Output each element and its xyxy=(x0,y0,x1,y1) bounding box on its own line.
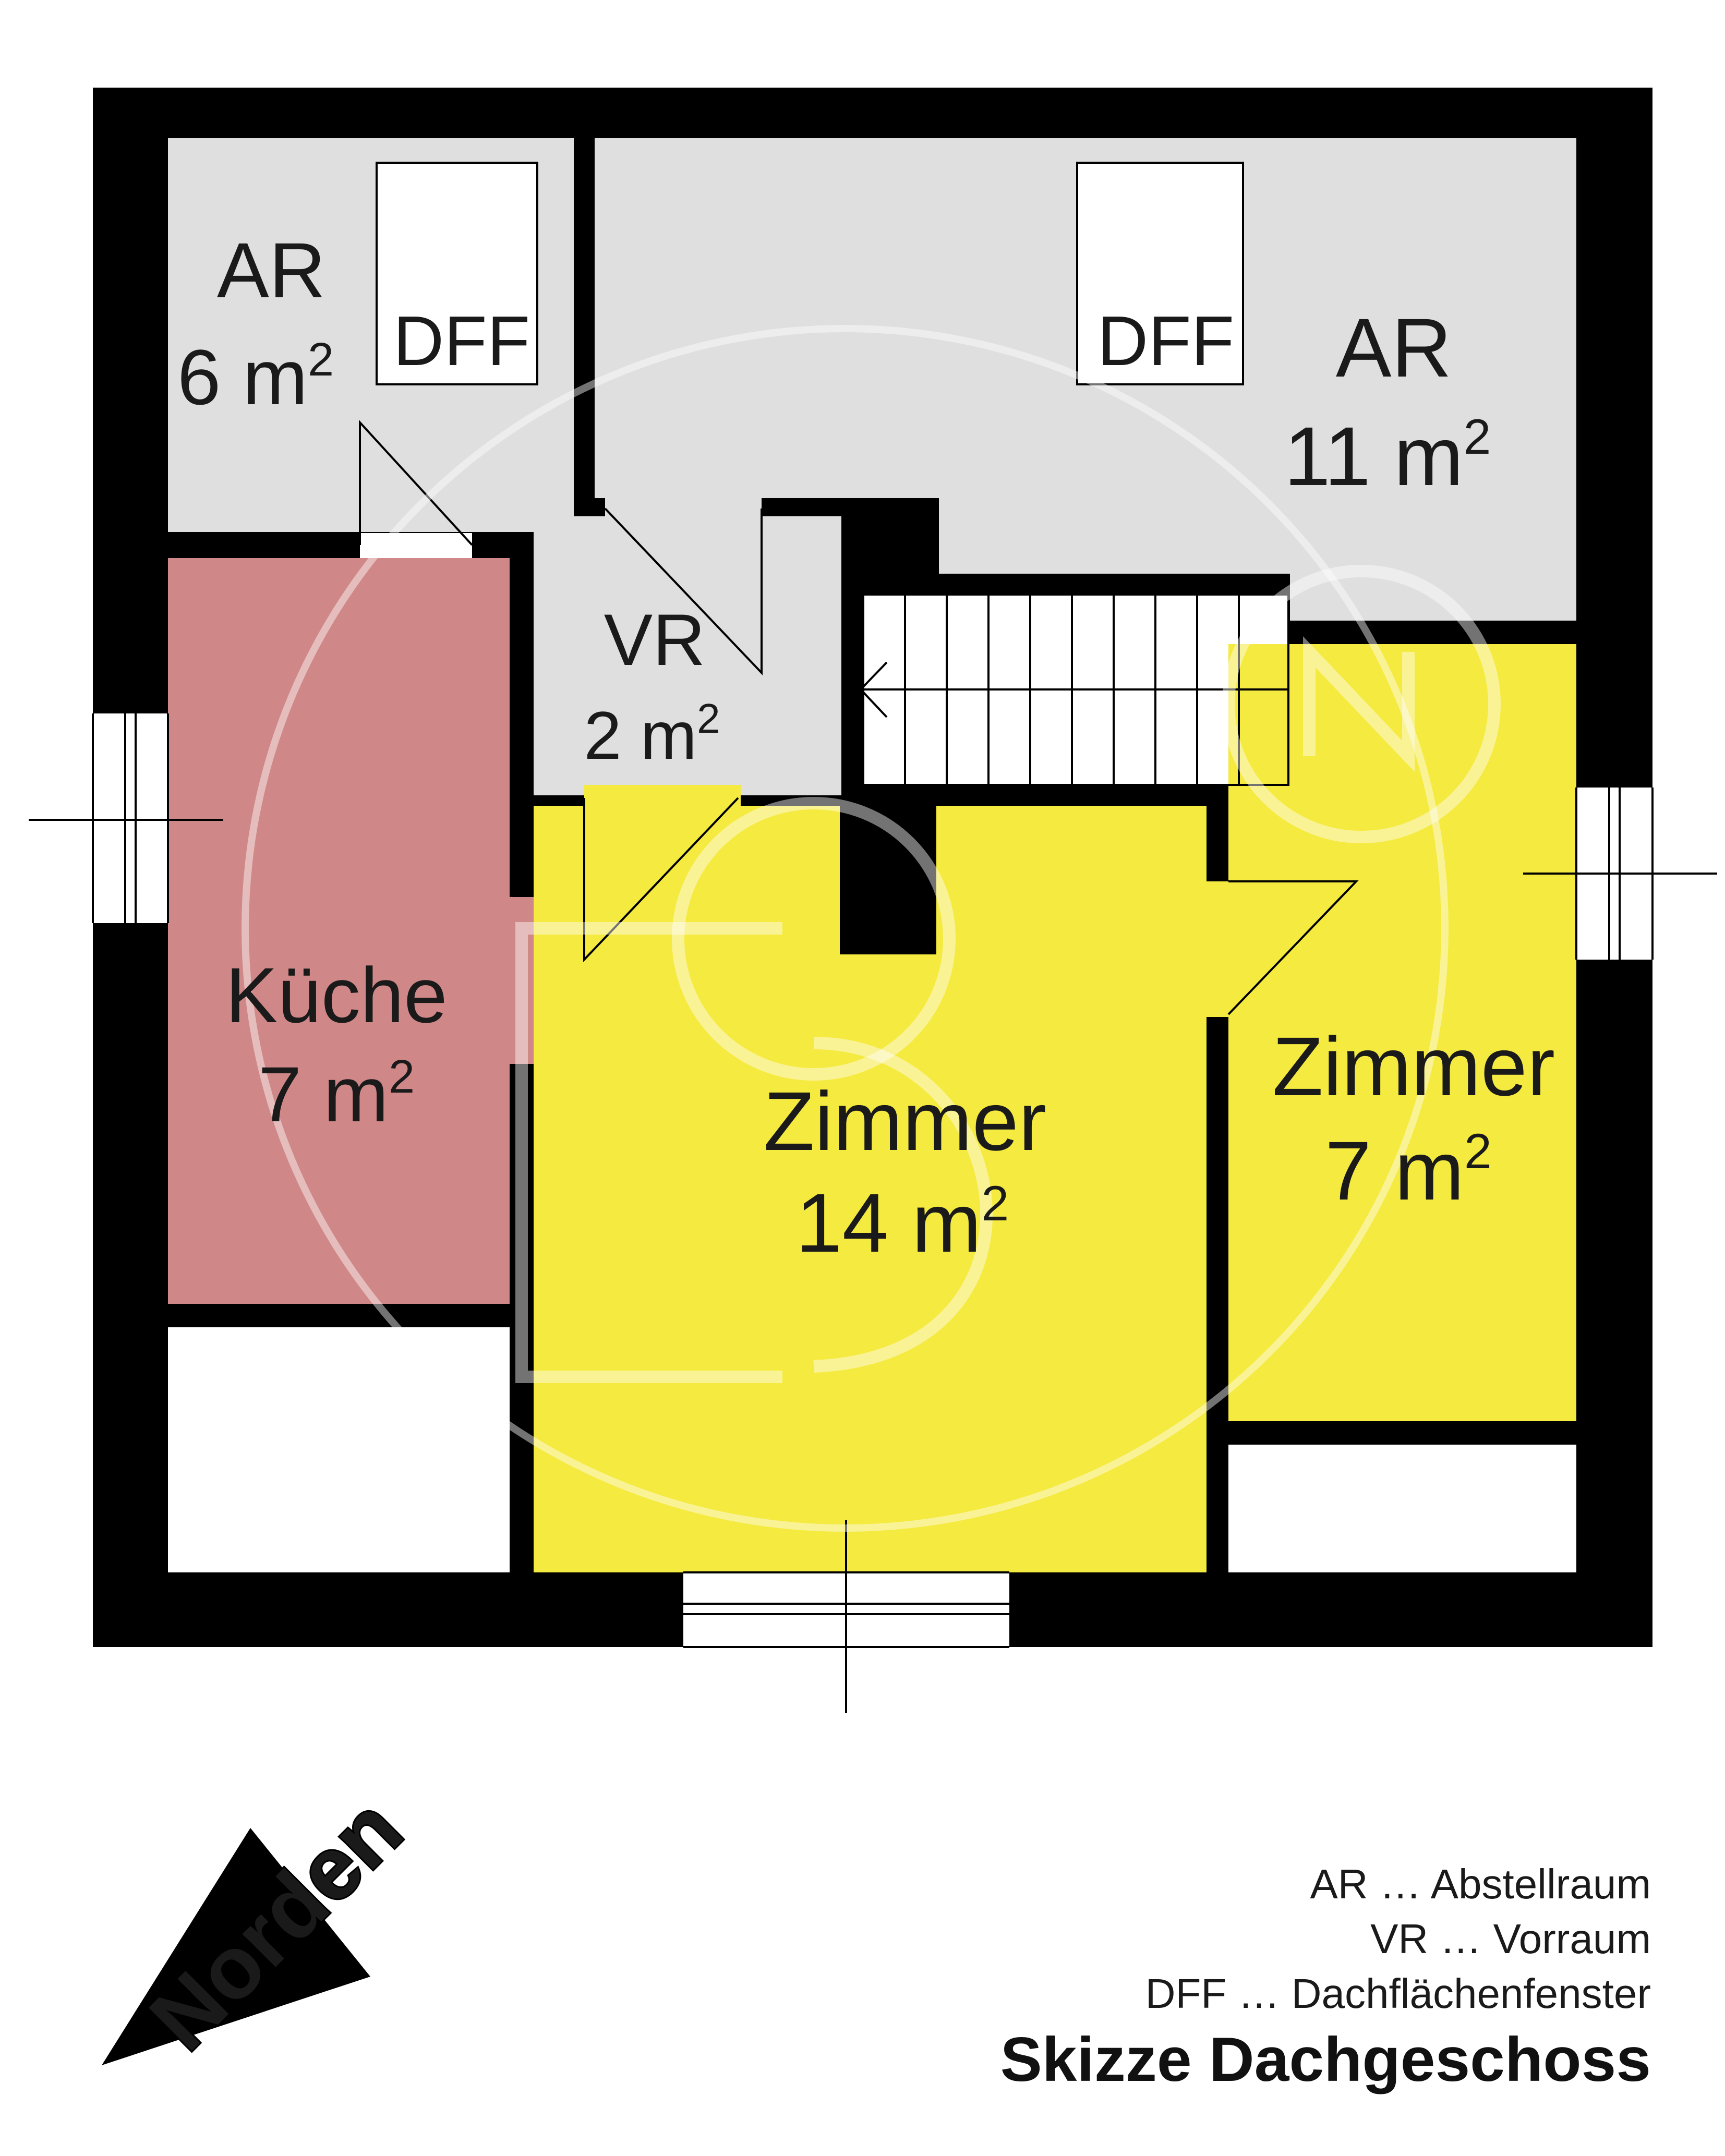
legend-vr: VR … Vorraum xyxy=(1370,1916,1651,1962)
void-bottom-left xyxy=(168,1327,510,1572)
staircase xyxy=(859,593,1289,786)
zimmer-large-area-value: 14 m xyxy=(796,1176,982,1269)
zimmer-small-area-exp: 2 xyxy=(1464,1124,1492,1179)
doors xyxy=(359,419,1359,1064)
skylight-right-label: DFF xyxy=(1097,301,1234,380)
legend-dff: DFF … Dachflächenfenster xyxy=(1145,1970,1651,2017)
room-zimmer-small xyxy=(1228,644,1576,1421)
zimmer-small-area-value: 7 m xyxy=(1325,1124,1464,1217)
window-west xyxy=(29,713,223,923)
ar-small-area: 6 m2 xyxy=(177,333,334,421)
window-east xyxy=(1523,788,1717,960)
vr-name: VR xyxy=(604,599,705,681)
watermark-logo xyxy=(242,325,1501,1532)
room-vr xyxy=(534,516,841,795)
skylight-right xyxy=(1076,162,1244,385)
chimney xyxy=(840,806,936,954)
kueche-area-value: 7 m xyxy=(258,1050,389,1138)
void-bottom-right xyxy=(1228,1445,1576,1572)
vr-area-exp: 2 xyxy=(697,695,720,742)
compass-label: Norden xyxy=(131,1779,420,2068)
ar-small-area-exp: 2 xyxy=(308,334,334,386)
vr-area: 2 m2 xyxy=(584,695,720,773)
kueche-area-exp: 2 xyxy=(389,1051,415,1103)
zimmer-large-name: Zimmer xyxy=(764,1074,1046,1168)
ar-small-area-value: 6 m xyxy=(177,333,308,421)
north-arrow-icon xyxy=(102,1828,370,2065)
zimmer-large-area-exp: 2 xyxy=(981,1176,1009,1231)
ar-large-area: 11 m2 xyxy=(1284,409,1491,503)
zimmer-small-name: Zimmer xyxy=(1272,1020,1555,1113)
window-south xyxy=(683,1520,1009,1713)
zimmer-small-area: 7 m2 xyxy=(1325,1124,1492,1217)
skylight-left-label: DFF xyxy=(393,301,530,380)
vr-area-value: 2 m xyxy=(584,697,697,773)
ar-large-area-exp: 2 xyxy=(1463,409,1491,465)
north-compass: Norden xyxy=(102,1777,423,2070)
ar-small-name: AR xyxy=(217,226,325,314)
page-title: Skizze Dachgeschoss xyxy=(1000,2025,1651,2094)
ar-large-area-value: 11 m xyxy=(1284,409,1464,503)
room-kueche xyxy=(168,558,510,1304)
skylight-left xyxy=(376,162,538,385)
legend-ar: AR … Abstellraum xyxy=(1310,1861,1651,1907)
ar-large-name: AR xyxy=(1336,301,1452,394)
kueche-name: Küche xyxy=(225,951,447,1039)
zimmer-large-area: 14 m2 xyxy=(796,1176,1009,1269)
kueche-area: 7 m2 xyxy=(258,1050,415,1138)
